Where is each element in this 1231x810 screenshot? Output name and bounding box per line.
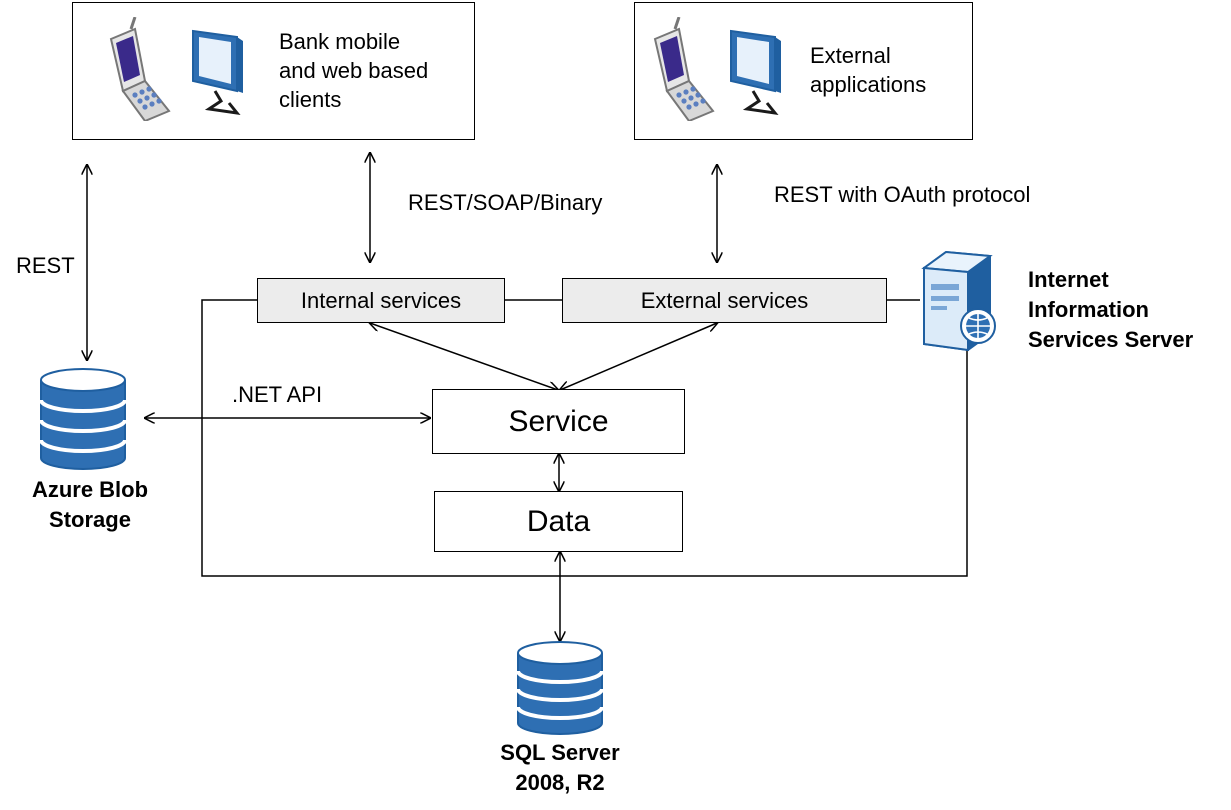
azure-label-line2: Storage: [49, 507, 131, 532]
external-apps-label: External applications: [810, 41, 926, 99]
rest-soap-binary-label: REST/SOAP/Binary: [408, 190, 603, 215]
external-services-box: External services: [562, 278, 887, 323]
sql-server-label: SQL Server 2008, R2: [460, 738, 660, 798]
net-api-label: .NET API: [232, 382, 323, 407]
sql-server-label-line2: 2008, R2: [515, 770, 605, 795]
iis-label-line3: Services Server: [1028, 327, 1194, 352]
bank-clients-box: Bank mobile and web based clients: [72, 2, 475, 140]
bank-clients-label: Bank mobile and web based clients: [279, 27, 428, 114]
sql-server-label-line1: SQL Server: [500, 740, 620, 765]
iis-label: Internet Information Services Server: [1028, 265, 1193, 355]
iis-label-line1: Internet: [1028, 267, 1109, 292]
monitor-icon: [192, 29, 243, 115]
azure-label-line1: Azure Blob: [31, 477, 149, 502]
arrow-internal-service: [370, 323, 558, 390]
mobile-phone-icon: [109, 17, 171, 121]
bank-clients-line1: Bank mobile: [279, 29, 401, 54]
monitor-icon: [730, 29, 781, 115]
azure-label: Azure Blob Storage: [2, 475, 178, 535]
service-box: Service: [432, 389, 685, 454]
server-icon: [921, 250, 996, 352]
database-icon: [39, 368, 127, 470]
rest-oauth-label: REST with OAuth protocol: [774, 182, 1031, 207]
iis-label-line2: Information: [1028, 297, 1149, 322]
internal-services-box: Internal services: [257, 278, 505, 323]
database-icon: [516, 641, 604, 735]
iis-container-outline: [201, 299, 968, 577]
bank-clients-line2: and web based: [279, 58, 429, 83]
external-apps-line2: applications: [810, 72, 927, 97]
rest-label: REST: [16, 253, 75, 278]
external-apps-line1: External: [810, 43, 891, 68]
external-apps-box: External applications: [634, 2, 973, 140]
mobile-phone-icon: [653, 17, 715, 121]
arrow-external-service: [560, 323, 717, 390]
data-box: Data: [434, 491, 683, 552]
bank-clients-line3: clients: [279, 87, 342, 112]
